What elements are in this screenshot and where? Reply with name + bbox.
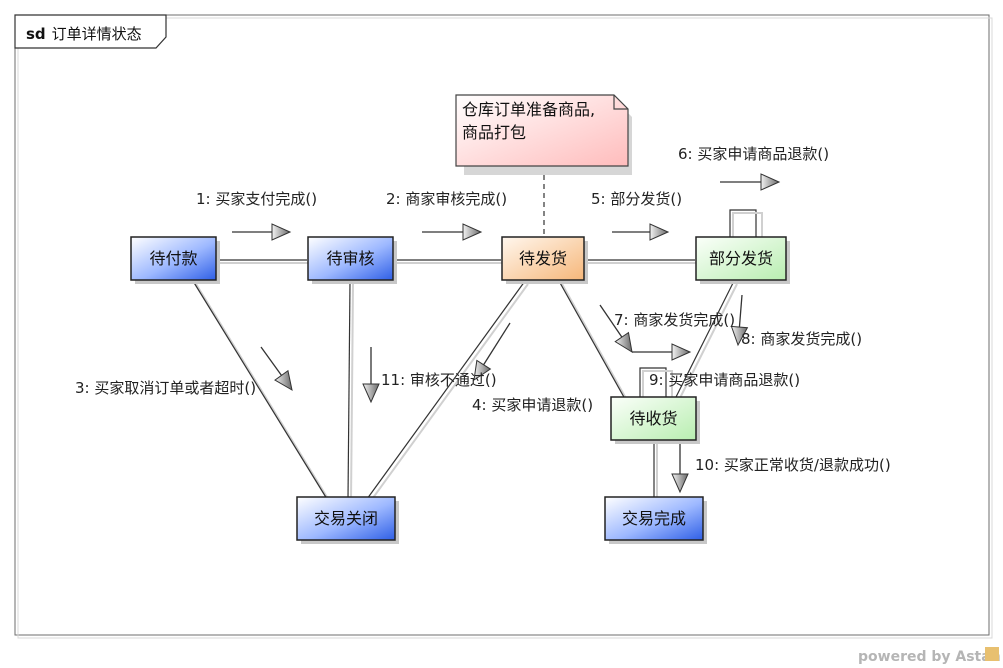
message-arrow-7a-head: [614, 331, 633, 354]
message-arrow-11-head: [362, 383, 380, 404]
message-label-1: 1: 买家支付完成(): [196, 190, 317, 208]
message-label-4: 4: 买家申请退款(): [472, 396, 593, 414]
astah-logo-icon: [985, 647, 999, 661]
message-arrow-6: [720, 173, 781, 191]
link-shipment-to-receipt: [558, 280, 626, 400]
node-label: 交易关闭: [314, 509, 378, 528]
message-labels: 1: 买家支付完成() 2: 商家审核完成() 3: 买家取消订单或者超时() …: [75, 145, 891, 474]
node-label: 待付款: [149, 249, 197, 268]
message-arrow-7b-head: [671, 343, 692, 361]
note-warehouse: 仓库订单准备商品, 商品打包: [455, 94, 632, 175]
connector-shadows: [195, 262, 738, 503]
powered-by-footer: powered by Astah: [858, 647, 1001, 665]
message-arrow-8: [730, 294, 749, 347]
message-arrow-4: [473, 322, 511, 382]
message-arrow-7b: [632, 343, 692, 361]
message-label-3: 3: 买家取消订单或者超时(): [75, 379, 256, 397]
message-label-8: 8: 商家发货完成(): [741, 330, 862, 348]
message-arrow-4-head: [473, 359, 492, 382]
node-label: 待发货: [519, 249, 567, 268]
node-pending-payment[interactable]: 待付款: [130, 236, 220, 284]
self-loop-receipt: [639, 367, 667, 399]
powered-by-text: powered by Astah: [858, 649, 1001, 665]
message-arrows: [232, 173, 781, 494]
message-arrow-6-head: [760, 173, 781, 191]
message-arrow-3-head: [274, 369, 293, 391]
node-label: 交易完成: [622, 509, 686, 528]
note-line-1: 仓库订单准备商品,: [462, 100, 595, 119]
message-label-6: 6: 买家申请商品退款(): [678, 145, 829, 163]
message-label-10: 10: 买家正常收货/退款成功(): [695, 456, 891, 474]
link-partial-to-receipt: [674, 280, 735, 400]
lifelines: 待付款 待审核 待发货 部分发货 待收货 交易关闭: [130, 236, 790, 544]
node-pending-review[interactable]: 待审核: [307, 236, 397, 284]
message-arrow-1-head: [271, 223, 292, 241]
node-label: 部分发货: [709, 249, 773, 268]
message-label-2: 2: 商家审核完成(): [386, 190, 507, 208]
message-arrow-8-head: [730, 325, 749, 347]
node-trade-closed[interactable]: 交易关闭: [296, 496, 399, 544]
connectors: [192, 209, 757, 500]
message-arrow-1: [232, 223, 292, 241]
link-review-to-closed: [347, 280, 351, 500]
message-arrow-2: [422, 223, 483, 241]
link-payment-to-closed: [192, 280, 328, 500]
self-loop-partial: [729, 209, 757, 239]
link-shipment-to-closed: [366, 280, 526, 500]
node-partial-shipment[interactable]: 部分发货: [695, 236, 790, 284]
node-pending-shipment[interactable]: 待发货: [501, 236, 588, 284]
message-arrow-5: [612, 223, 670, 241]
message-label-9: 9: 买家申请商品退款(): [649, 371, 800, 389]
note-line-2: 商品打包: [462, 123, 526, 142]
message-label-11: 11: 审核不通过(): [381, 371, 497, 389]
frame-title-tab: sd 订单详情状态: [14, 14, 167, 49]
message-label-7: 7: 商家发货完成(): [614, 311, 735, 329]
node-label: 待收货: [629, 409, 677, 428]
frame-keyword: sd: [26, 25, 46, 43]
message-arrow-11: [362, 347, 380, 404]
message-arrow-10-head: [671, 473, 689, 494]
frame-title: 订单详情状态: [52, 25, 142, 43]
node-label: 待审核: [326, 249, 374, 268]
node-trade-complete[interactable]: 交易完成: [604, 496, 707, 544]
message-arrow-7a: [599, 304, 633, 354]
message-arrow-5-head: [649, 223, 670, 241]
node-pending-receipt[interactable]: 待收货: [610, 396, 700, 444]
message-label-5: 5: 部分发货(): [591, 190, 682, 208]
message-arrow-2-head: [462, 223, 483, 241]
message-arrow-3: [260, 346, 293, 391]
